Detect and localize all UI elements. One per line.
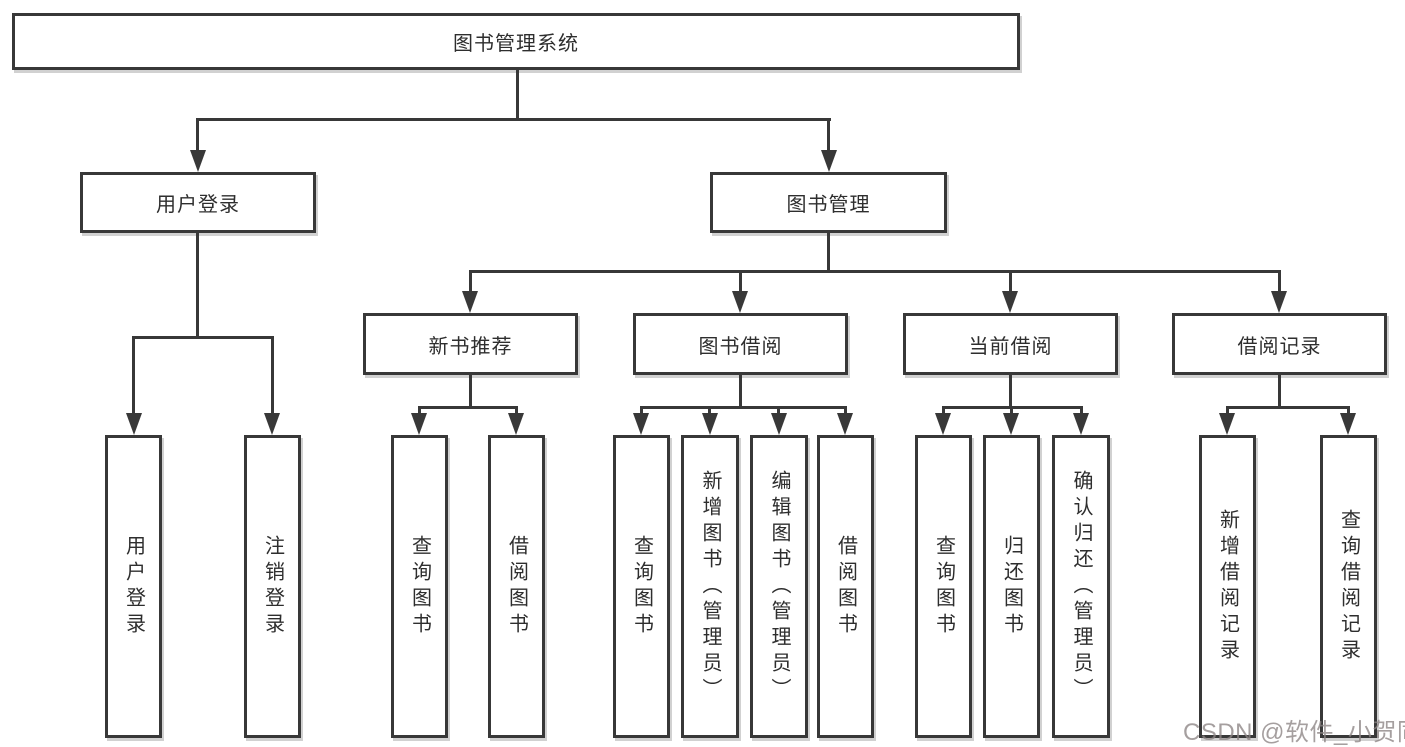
node-label: 图书管理 [786, 194, 871, 216]
node-book-borrow: 图书借阅 [633, 313, 848, 375]
arrow-down-icon [821, 150, 837, 172]
leaf-label: 编辑图书（管理员） [768, 469, 790, 704]
node-current-borrow: 当前借阅 [903, 313, 1118, 375]
arrow-down-icon [264, 413, 280, 435]
connector-borrow-record-stub-2 [1347, 406, 1350, 415]
leaf-label: 新增图书（管理员） [699, 469, 721, 704]
arrow-down-icon [1340, 413, 1356, 435]
leaf-label: 查询图书 [630, 534, 653, 639]
connector-root-stub-right [827, 118, 830, 152]
connector-book-mgmt-stub-2 [739, 270, 742, 293]
leaf-label: 查询图书 [932, 534, 955, 639]
connector-new-book-rail [418, 406, 518, 409]
node-library-management-system: 图书管理系统 [12, 13, 1020, 70]
leaf-label: 借阅图书 [834, 534, 857, 639]
leaf-borrow-books: 借阅图书 [817, 435, 874, 738]
leaf-label: 注销登录 [261, 534, 284, 639]
leaf-label: 确认归还（管理员） [1070, 469, 1092, 704]
arrow-down-icon [411, 413, 427, 435]
connector-book-borrow-stub-3 [777, 406, 780, 415]
leaf-add-borrow-record: 新增借阅记录 [1199, 435, 1256, 738]
connector-user-login-stub-2 [271, 336, 274, 415]
leaf-label: 查询借阅记录 [1337, 508, 1360, 665]
leaf-label: 用户登录 [122, 534, 145, 639]
arrow-down-icon [732, 291, 748, 313]
leaf-borrow-books-recommend: 借阅图书 [488, 435, 545, 738]
arrow-down-icon [633, 413, 649, 435]
connector-new-book-stub-1 [418, 406, 421, 415]
connector-user-login-rail [132, 336, 274, 339]
node-label: 当前借阅 [968, 335, 1053, 358]
connector-root-trunk [516, 70, 519, 118]
connector-new-book-stub-2 [515, 406, 518, 415]
connector-borrow-record-stub-1 [1226, 406, 1229, 415]
arrow-down-icon [1271, 291, 1287, 313]
connector-book-borrow-stub-4 [844, 406, 847, 415]
connector-root-stub-left [196, 118, 199, 152]
node-borrow-record: 借阅记录 [1172, 313, 1387, 375]
arrow-down-icon [1073, 413, 1089, 435]
csdn-watermark: CSDN @软件_小贺同学 [1183, 719, 1405, 746]
node-new-book-recommend: 新书推荐 [363, 313, 578, 375]
leaf-label: 借阅图书 [505, 534, 528, 639]
node-label: 用户登录 [156, 194, 240, 216]
leaf-confirm-return-admin: 确认归还（管理员） [1052, 435, 1110, 738]
arrow-down-icon [508, 413, 524, 435]
arrow-down-icon [462, 291, 478, 313]
connector-user-login-stub-1 [132, 336, 135, 415]
connector-user-login-trunk [196, 233, 199, 336]
arrow-down-icon [1219, 413, 1235, 435]
leaf-label: 查询图书 [408, 534, 431, 639]
leaf-label: 归还图书 [1000, 534, 1023, 639]
leaf-query-books-borrow: 查询图书 [613, 435, 670, 738]
connector-current-borrow-stub-1 [942, 406, 945, 415]
leaf-query-borrow-record: 查询借阅记录 [1320, 435, 1377, 738]
arrow-down-icon [935, 413, 951, 435]
connector-book-mgmt-stub-3 [1009, 270, 1012, 293]
connector-borrow-record-rail [1226, 406, 1350, 409]
connector-new-book-trunk [469, 375, 472, 406]
arrow-down-icon [771, 413, 787, 435]
arrow-down-icon [837, 413, 853, 435]
leaf-return-books: 归还图书 [983, 435, 1040, 738]
connector-current-borrow-stub-2 [1010, 406, 1013, 415]
connector-book-borrow-trunk [739, 375, 742, 406]
node-label: 借阅记录 [1237, 335, 1322, 358]
leaf-logout: 注销登录 [244, 435, 301, 738]
connector-book-mgmt-stub-4 [1278, 270, 1281, 293]
arrow-down-icon [126, 413, 142, 435]
connector-borrow-record-trunk [1278, 375, 1281, 406]
connector-book-borrow-stub-1 [640, 406, 643, 415]
connector-book-mgmt-stub-1 [469, 270, 472, 293]
arrow-down-icon [1002, 291, 1018, 313]
connector-book-mgmt-trunk [827, 233, 830, 270]
connector-current-borrow-trunk [1009, 375, 1012, 406]
arrow-down-icon [702, 413, 718, 435]
connector-current-borrow-stub-3 [1080, 406, 1083, 415]
leaf-user-login: 用户登录 [105, 435, 162, 738]
node-label: 新书推荐 [428, 335, 513, 358]
arrow-down-icon [190, 150, 206, 172]
leaf-add-books-admin: 新增图书（管理员） [681, 435, 739, 738]
node-label: 图书管理系统 [453, 33, 579, 55]
leaf-query-books-current: 查询图书 [915, 435, 972, 738]
leaf-query-books-recommend: 查询图书 [391, 435, 448, 738]
node-label: 图书借阅 [698, 335, 783, 358]
leaf-edit-books-admin: 编辑图书（管理员） [750, 435, 808, 738]
leaf-label: 新增借阅记录 [1216, 508, 1239, 665]
connector-book-borrow-rail [640, 406, 847, 409]
arrow-down-icon [1003, 413, 1019, 435]
node-user-login: 用户登录 [80, 172, 316, 233]
node-book-management: 图书管理 [710, 172, 947, 233]
connector-root-rail [196, 118, 831, 121]
connector-book-borrow-stub-2 [708, 406, 711, 415]
connector-book-mgmt-rail [469, 270, 1281, 273]
